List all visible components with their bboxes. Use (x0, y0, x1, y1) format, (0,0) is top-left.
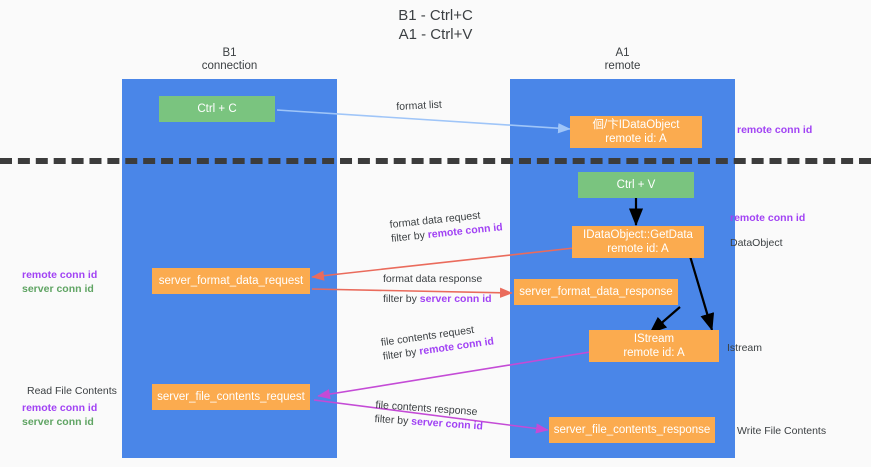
node-ctrl-c[interactable]: Ctrl + C (159, 96, 275, 122)
annotation-format-list: format list (396, 98, 443, 113)
side-label-dataobject: DataObject (730, 237, 783, 249)
side-label-write-file-contents: Write File Contents (737, 425, 827, 437)
node-ctrl-v[interactable]: Ctrl + V (578, 172, 694, 198)
node-idataobject-getdata[interactable]: IDataObject::GetData remote id: A (572, 226, 704, 258)
annotation-format-data-response-filter: filter by server conn id (383, 293, 492, 305)
phase-divider (0, 158, 871, 164)
side-label-remote-conn-id-top: remote conn id (737, 124, 813, 136)
node-server-format-data-request[interactable]: server_format_data_request (152, 268, 310, 294)
key-server-conn-id: server conn id (419, 293, 492, 305)
side-label-read-file-contents: Read File Contents (27, 385, 117, 397)
side-label-left-server-conn-id-2: server conn id (22, 416, 94, 428)
annotation-format-data-response: format data response filter by server co… (383, 273, 492, 305)
lane-header-a1: A1 remote (604, 47, 641, 72)
node-server-file-contents-response[interactable]: server_file_contents_response (549, 417, 715, 443)
page-title: B1 - Ctrl+C A1 - Ctrl+V (398, 7, 473, 43)
side-label-left-server-conn-id: server conn id (22, 283, 94, 295)
lane-header-b1: B1 connection (201, 47, 258, 72)
side-label-istream: Istream (727, 342, 763, 354)
node-idataobject[interactable]: 佪/卞IDataObject remote id: A (570, 116, 702, 148)
node-istream[interactable]: IStream remote id: A (589, 330, 719, 362)
annotation-format-data-request: format data request filter by remote con… (389, 209, 504, 245)
side-label-remote-conn-id-mid: remote conn id (730, 212, 806, 224)
key-server-conn-id-2: server conn id (410, 415, 484, 433)
node-server-format-data-response[interactable]: server_format_data_response (514, 279, 678, 305)
side-label-left-remote-conn-id-2: remote conn id (22, 402, 98, 414)
annotation-file-contents-request: file contents request filter by remote c… (380, 323, 495, 363)
node-server-file-contents-request[interactable]: server_file_contents_request (152, 384, 310, 410)
annotation-file-contents-response: file contents response filter by server … (374, 398, 484, 433)
side-label-left-remote-conn-id: remote conn id (22, 269, 98, 281)
